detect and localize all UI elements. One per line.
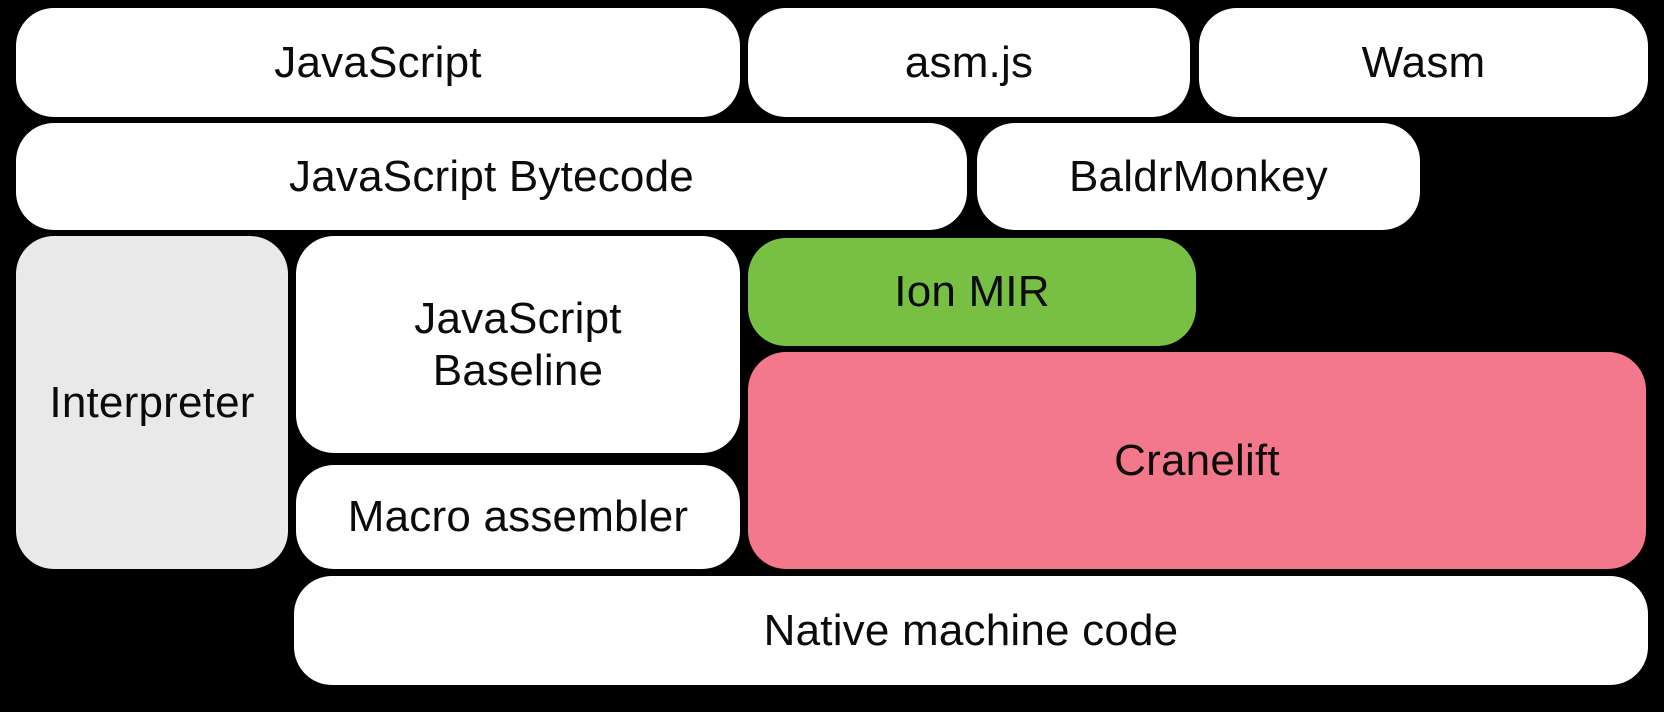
node-cranelift: Cranelift [748,352,1646,569]
node-wasm-label: Wasm [1361,37,1486,87]
node-native-machine-code-label: Native machine code [763,605,1179,655]
node-ion-mir: Ion MIR [748,238,1196,346]
node-javascript-label: JavaScript [274,37,482,87]
node-baldrmonkey: BaldrMonkey [977,123,1420,230]
node-interpreter-label: Interpreter [49,377,255,427]
node-macro-assembler: Macro assembler [296,465,740,569]
node-asmjs: asm.js [748,8,1190,117]
node-native-machine-code: Native machine code [294,576,1648,685]
node-javascript-baseline-label: JavaScript Baseline [414,293,622,395]
node-interpreter: Interpreter [16,236,288,569]
node-cranelift-label: Cranelift [1114,435,1280,485]
node-javascript: JavaScript [16,8,740,117]
node-baldrmonkey-label: BaldrMonkey [1069,151,1328,201]
node-javascript-bytecode-label: JavaScript Bytecode [289,151,694,201]
node-asmjs-label: asm.js [904,37,1034,87]
node-javascript-baseline: JavaScript Baseline [296,236,740,453]
node-macro-assembler-label: Macro assembler [347,492,689,542]
node-javascript-bytecode: JavaScript Bytecode [16,123,967,230]
node-ion-mir-label: Ion MIR [894,267,1050,317]
node-wasm: Wasm [1199,8,1648,117]
